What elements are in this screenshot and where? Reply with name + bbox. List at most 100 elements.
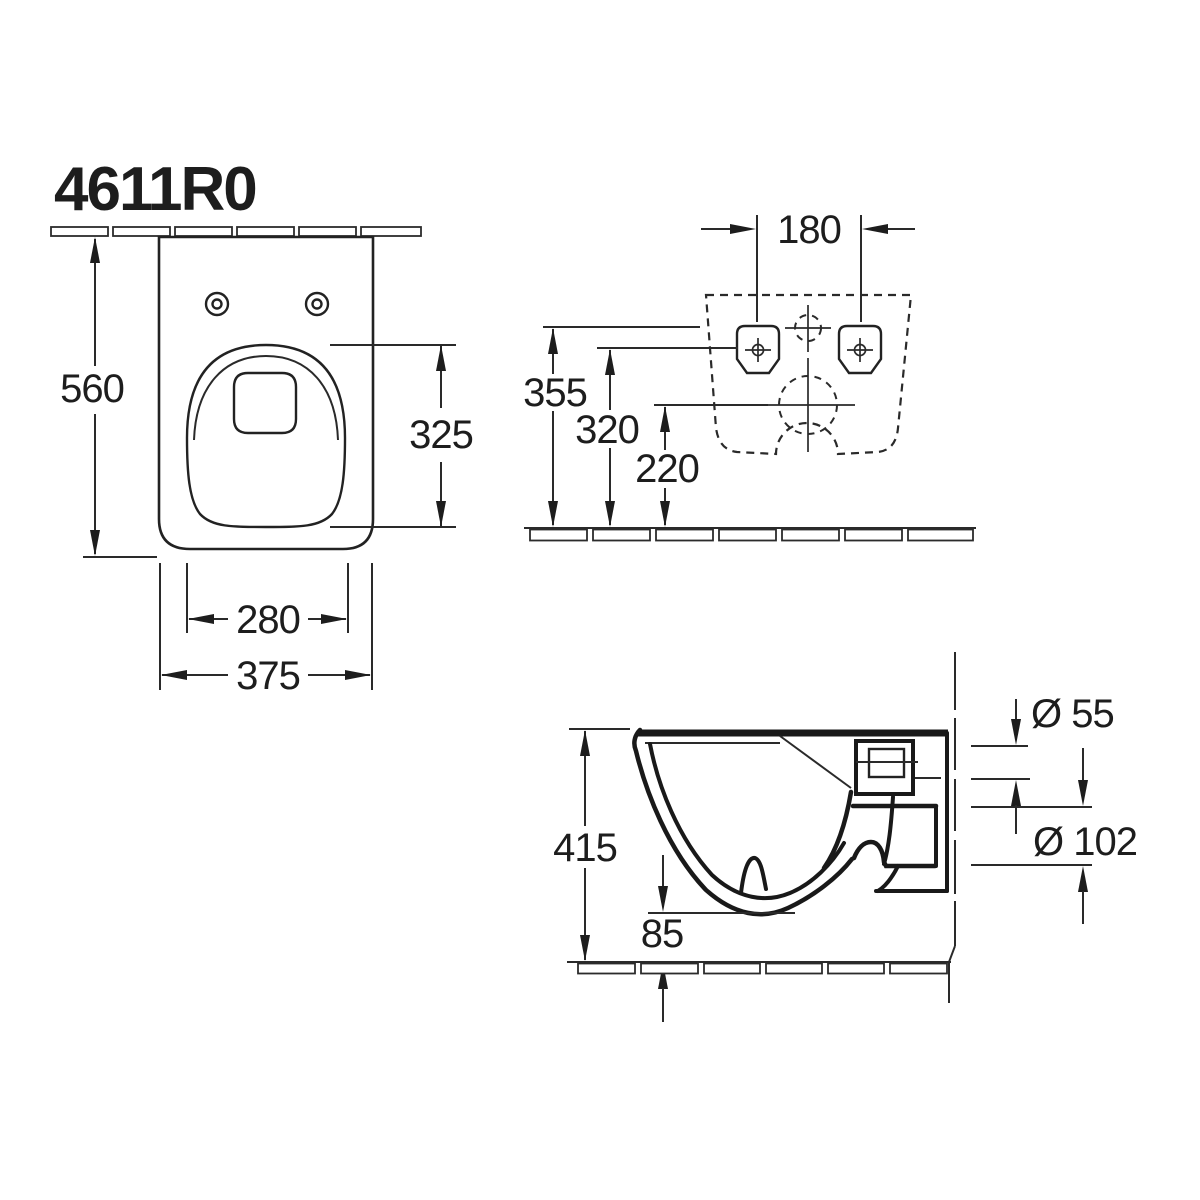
outlet-to-base-joint	[876, 864, 900, 893]
arrowhead-left	[188, 614, 214, 624]
arrowhead-left	[161, 670, 187, 680]
floor-hatch-segment	[781, 528, 840, 542]
floor-hatch-segment	[907, 528, 974, 542]
wall-hatch-segment	[50, 226, 109, 237]
floor-hatch-band-rear	[524, 527, 976, 542]
arrowhead-up	[605, 349, 615, 375]
arrowhead-down	[1011, 719, 1021, 745]
floor-hatch-segment	[655, 528, 714, 542]
arrowhead-up	[660, 406, 670, 432]
floor-hatch-segment	[529, 528, 588, 542]
fixing-hole-outer	[304, 291, 330, 317]
dim-fixing-hole-spacing: 180	[701, 208, 915, 322]
rear-view: 180 355 320 220	[523, 208, 976, 542]
fixing-hole-outline	[735, 324, 781, 375]
fixing-hole-left-rear	[735, 324, 781, 375]
floor-hatch-segment	[592, 528, 651, 542]
floor-hatch-band-side	[567, 961, 951, 975]
arrowhead-down	[660, 501, 670, 527]
side-view: 415 85 Ø 55 Ø 1	[553, 652, 1138, 1022]
model-number-label: 4611R0	[54, 155, 256, 224]
back-wall-inner	[821, 789, 854, 871]
arrowhead-down	[1078, 780, 1088, 806]
fixing-hole-outline	[837, 324, 883, 375]
dim-label-320: 320	[575, 408, 639, 452]
toilet-section	[632, 727, 949, 917]
dim-overall-depth: 560	[60, 237, 157, 558]
dim-overall-height: 415	[553, 728, 630, 961]
arrowhead-up	[1011, 780, 1021, 806]
dim-label-outlet-diameter: Ø 102	[1033, 820, 1137, 864]
dim-water-inlet-height: 355	[523, 326, 700, 527]
bowl-opening-outline	[185, 343, 347, 529]
wall-hatch-segment	[174, 226, 233, 237]
wall-hatch-band	[50, 226, 422, 237]
arrowhead-up	[658, 963, 668, 989]
wall-hatch-segment	[112, 226, 171, 237]
flush-opening-outline	[232, 371, 298, 435]
floor-hatch-segment	[703, 962, 761, 975]
fixing-hole-left-top	[204, 291, 230, 317]
arrowhead-right	[321, 614, 347, 624]
bowl-front-weir	[739, 856, 768, 895]
arrowhead-up	[548, 328, 558, 354]
arrowhead-down	[580, 935, 590, 961]
dim-label-inlet-diameter: Ø 55	[1031, 692, 1114, 736]
arrowhead-down	[658, 886, 668, 912]
arrowhead-up	[436, 345, 446, 371]
dim-label-415: 415	[553, 826, 617, 870]
dim-label-280: 280	[236, 598, 300, 642]
top-view: 560 325 280	[50, 226, 474, 698]
wall-hatch-segment	[360, 226, 422, 237]
floor-hatch-segment	[844, 528, 903, 542]
dim-label-375: 375	[236, 654, 300, 698]
arrowhead-down	[605, 501, 615, 527]
fixing-hole-right-rear	[837, 324, 883, 375]
arrowhead-up	[1078, 866, 1088, 892]
floor-hatch-segment	[765, 962, 823, 975]
dim-underside-clearance: 85	[641, 855, 795, 1022]
trap-weir-and-outlet-bottom	[851, 839, 938, 869]
floor-hatch-segment	[718, 528, 777, 542]
arrowhead-right	[345, 670, 371, 680]
floor-hatch-segment	[577, 962, 636, 975]
fixing-hole-outer	[204, 291, 230, 317]
dim-label-355: 355	[523, 371, 587, 415]
arrowhead-down	[548, 501, 558, 527]
dim-outlet-diameter: Ø 102	[971, 748, 1138, 924]
arrowhead-right	[730, 224, 756, 234]
outlet-mark	[761, 358, 855, 452]
dim-label-325: 325	[409, 413, 473, 457]
dim-label-85: 85	[641, 912, 684, 956]
floor-hatch-segment	[889, 962, 948, 975]
inlet-spigot-section	[854, 739, 941, 796]
bowl-back-slope-line	[779, 735, 852, 789]
arrowhead-down	[90, 530, 100, 556]
dim-label-560: 560	[60, 367, 124, 411]
dim-bowl-opening-depth: 325	[330, 344, 474, 528]
arrowhead-left	[862, 224, 888, 234]
wall-line	[948, 652, 956, 1003]
fixing-hole-inner	[311, 298, 323, 310]
dim-overall-width: 375	[159, 563, 373, 698]
bowl-outer-profile	[632, 727, 855, 917]
water-inlet-mark	[785, 305, 831, 352]
dim-outlet-height: 220	[635, 404, 768, 527]
bowl-inner-profile	[648, 742, 846, 901]
dim-bowl-opening-width: 280	[186, 563, 349, 642]
arrowhead-up	[580, 730, 590, 756]
fixing-hole-right-top	[304, 291, 330, 317]
floor-hatch-segment	[640, 962, 699, 975]
dim-label-180: 180	[777, 208, 841, 252]
arrowhead-up	[90, 237, 100, 263]
wall-hatch-segment	[236, 226, 295, 237]
seat-rim-arc	[193, 354, 339, 441]
arrowhead-down	[436, 501, 446, 527]
dim-label-220: 220	[635, 447, 699, 491]
floor-hatch-segment	[827, 962, 885, 975]
toilet-body-outline-top	[157, 235, 375, 551]
wall-line-foot	[948, 945, 956, 963]
dim-inlet-diameter: Ø 55	[971, 692, 1115, 834]
